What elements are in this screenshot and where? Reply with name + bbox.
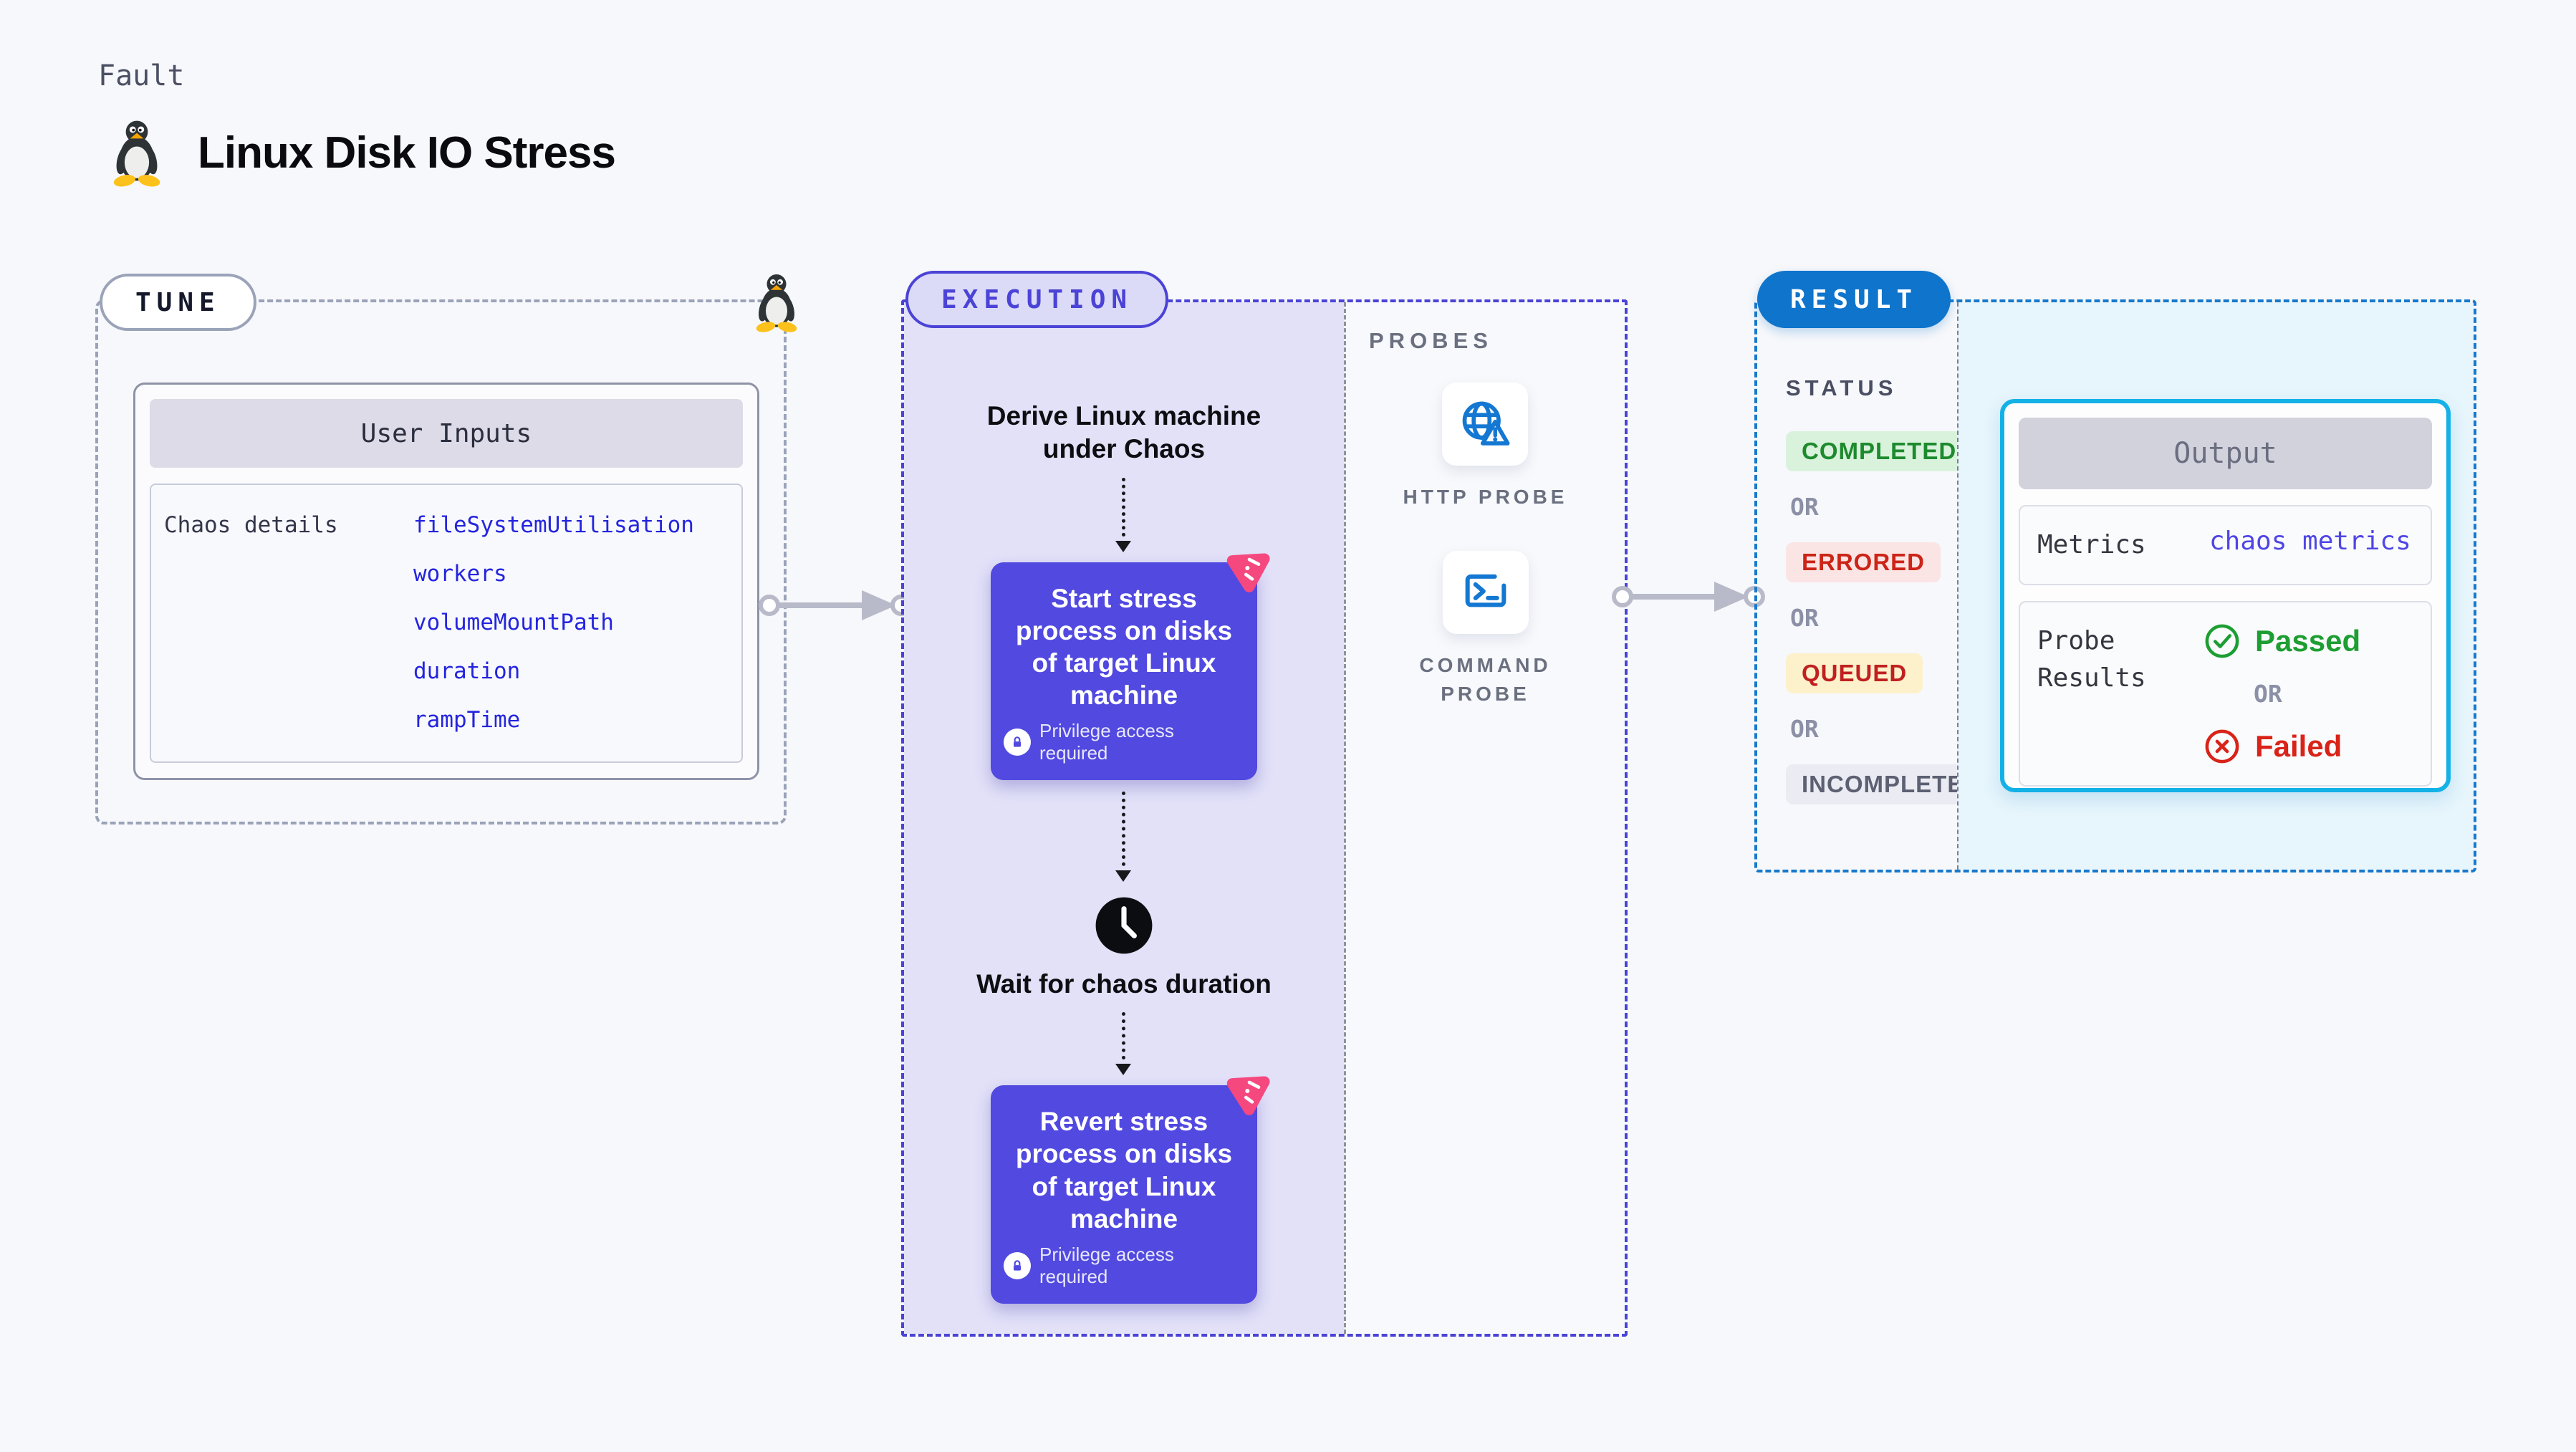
execution-badge: EXECUTION (905, 271, 1169, 328)
start-stress-step[interactable]: Start stress process on disks of target … (991, 552, 1270, 780)
fault-kicker: Fault (98, 59, 185, 92)
or-separator: OR (1790, 715, 1819, 743)
tune-badge: TUNE (100, 274, 256, 331)
chaos-logo-icon (1226, 1076, 1270, 1116)
param-item[interactable]: duration (413, 658, 521, 684)
http-probe-item[interactable]: HTTP PROBE (1403, 383, 1568, 512)
clock-icon (1095, 897, 1153, 954)
passed-label: Passed (2255, 624, 2361, 658)
or-separator: OR (1790, 493, 1819, 521)
chaos-details-label: Chaos details (164, 512, 338, 538)
metrics-label: Metrics (2037, 530, 2146, 559)
privilege-note-label: Privilege access required (1039, 720, 1174, 764)
probes-panel: PROBES (1344, 302, 1625, 1334)
user-inputs-card: User Inputs Chaos details fileSystemUtil… (133, 383, 759, 780)
lock-icon (1004, 1251, 1031, 1279)
or-separator: OR (1790, 604, 1819, 632)
status-options: COMPLETED OR ERRORED OR QUEUED OR INCOMP… (1786, 431, 1998, 804)
chaos-params-list: fileSystemUtilisation workers volumeMoun… (413, 501, 694, 761)
tux-penguin-icon (756, 274, 797, 332)
privilege-note-label: Privilege access required (1039, 1243, 1174, 1287)
lock-icon (1004, 729, 1031, 756)
param-item[interactable]: volumeMountPath (413, 610, 614, 635)
start-stress-label: Start stress process on disks of target … (1015, 583, 1233, 710)
flow-arrow-down (1115, 1012, 1131, 1076)
result-zone: RESULT STATUS COMPLETED OR ERRORED OR QU… (1754, 271, 2476, 872)
execution-flow-area: Derive Linux machine under Chaos Start s… (904, 302, 1344, 1334)
or-separator: OR (2254, 680, 2282, 708)
user-inputs-body: Chaos details fileSystemUtilisation work… (150, 484, 743, 763)
http-probe-label: HTTP PROBE (1403, 486, 1568, 508)
execution-to-result-arrow (1612, 582, 1765, 612)
status-column: STATUS COMPLETED OR ERRORED OR QUEUED OR… (1757, 302, 1998, 870)
metrics-row: Metrics chaos metrics (2019, 505, 2432, 586)
tune-to-execution-arrow (759, 590, 912, 620)
tux-penguin-icon (113, 120, 160, 187)
command-probe-item[interactable]: COMMAND PROBE (1385, 550, 1586, 709)
terminal-icon (1465, 574, 1506, 607)
passed-result: Passed (2203, 622, 2360, 660)
page-header: Linux Disk IO Stress (107, 118, 616, 187)
page-title: Linux Disk IO Stress (198, 128, 616, 178)
param-item[interactable]: workers (413, 561, 507, 587)
privilege-note: Privilege access required (1004, 1244, 1244, 1288)
flow-arrow-down (1115, 792, 1131, 882)
execution-zone: EXECUTION Derive Linux machine under Cha… (901, 271, 1628, 1337)
status-badge-completed: COMPLETED (1786, 431, 1973, 471)
privilege-note: Privilege access required (1004, 720, 1244, 764)
x-circle-icon (2205, 729, 2239, 764)
status-badge-errored: ERRORED (1786, 542, 1941, 582)
param-item[interactable]: fileSystemUtilisation (413, 512, 694, 538)
flow-arrow-down (1115, 477, 1131, 552)
revert-stress-label: Revert stress process on disks of target… (1015, 1107, 1233, 1234)
param-item[interactable]: rampTime (413, 707, 521, 733)
chaos-logo-icon (1226, 552, 1270, 592)
output-header: Output (2019, 418, 2432, 489)
status-badge-queued: QUEUED (1786, 653, 1923, 693)
probe-results-label: Probe Results (2037, 626, 2146, 693)
command-probe-tile[interactable] (1442, 550, 1529, 634)
result-badge: RESULT (1757, 271, 1951, 328)
globe-alert-icon (1463, 401, 1511, 446)
metrics-value-link[interactable]: chaos metrics (2209, 527, 2411, 556)
output-card: Output Metrics chaos metrics Probe Resul… (2000, 399, 2451, 792)
probes-label: PROBES (1369, 328, 1493, 353)
http-probe-tile[interactable] (1442, 383, 1529, 466)
user-inputs-header: User Inputs (150, 399, 743, 468)
probe-results-row: Probe Results Passed OR (2019, 601, 2432, 787)
revert-stress-step[interactable]: Revert stress process on disks of target… (991, 1076, 1270, 1304)
tune-zone: TUNE User Inputs Chaos details fileSyste… (95, 274, 797, 824)
derive-step-label: Derive Linux machine under Chaos (986, 401, 1261, 464)
check-circle-icon (2205, 624, 2239, 658)
status-label: STATUS (1786, 375, 1898, 400)
command-probe-label: COMMAND PROBE (1419, 653, 1552, 706)
wait-step-label: Wait for chaos duration (976, 969, 1272, 999)
failed-result: Failed (2203, 728, 2360, 765)
probe-list: HTTP PROBE COMMAND PROBE (1346, 383, 1625, 709)
failed-label: Failed (2255, 729, 2342, 764)
output-area: Output Metrics chaos metrics Probe Resul… (1957, 302, 2474, 870)
